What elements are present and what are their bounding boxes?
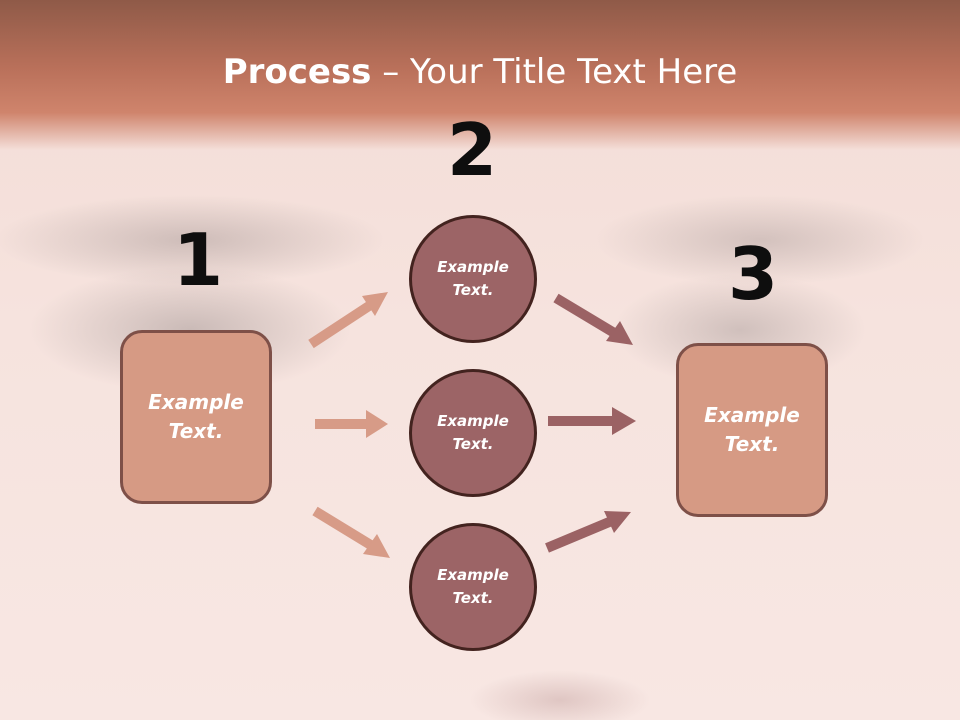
circle-bottom-label: Example Text. [437, 565, 509, 607]
step-1-box: Example Text. [120, 330, 272, 504]
arrow-right-down [553, 293, 633, 345]
step-2-circle-middle: Example Text. [409, 369, 537, 497]
title-rest: – Your Title Text Here [371, 52, 738, 92]
step-number-2: 2 [446, 108, 498, 192]
step-2-circle-top: Example Text. [409, 215, 537, 343]
arrow-left-down [312, 506, 390, 558]
step-number-1: 1 [172, 218, 224, 302]
title-bold: Process [222, 52, 372, 92]
circle-middle-label: Example Text. [437, 411, 509, 453]
step-2-circle-bottom: Example Text. [409, 523, 537, 651]
step-1-label: Example Text. [148, 390, 244, 443]
arrow-left-middle [315, 410, 388, 438]
step-3-box: Example Text. [676, 343, 828, 517]
circle-top-label: Example Text. [437, 257, 509, 299]
step-number-3: 3 [727, 232, 779, 316]
slide-title: Process – Your Title Text Here [0, 52, 960, 92]
arrow-right-up [545, 511, 631, 553]
arrow-left-up [308, 292, 388, 349]
title-banner [0, 0, 960, 150]
step-3-label: Example Text. [704, 403, 800, 456]
arrow-right-middle [548, 407, 636, 435]
